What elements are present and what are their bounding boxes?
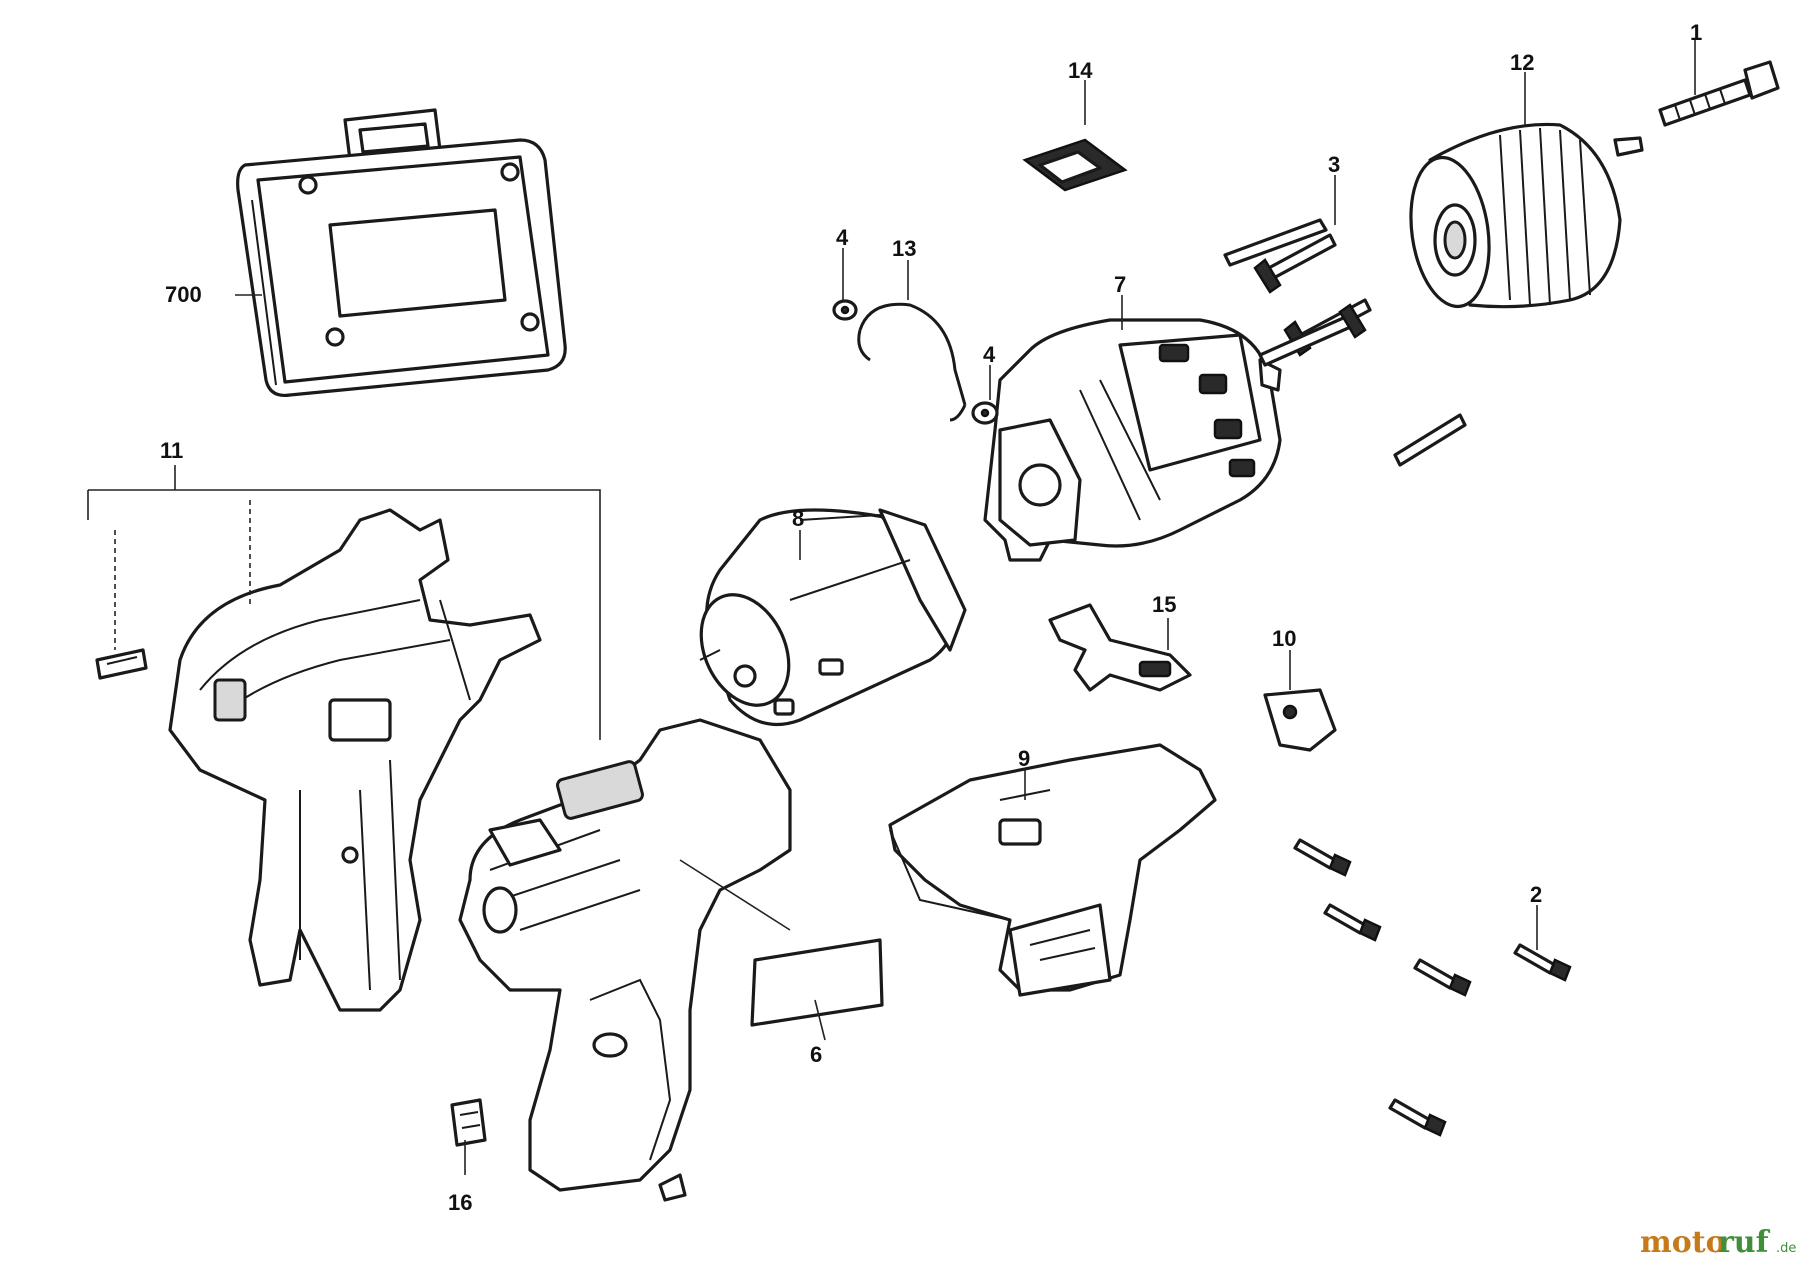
gearbox	[983, 318, 1282, 562]
part-number-labels: 1 12 14 3 4 13 4 7 700 11 8 15 10 9 2 6 …	[160, 20, 1702, 1215]
label-12: 12	[1510, 50, 1534, 75]
chuck	[1409, 122, 1644, 309]
label-6: 6	[810, 1042, 822, 1067]
label-700: 700	[165, 282, 202, 307]
speed-selector	[1022, 138, 1128, 192]
chuck-screw	[1658, 60, 1780, 127]
direction-switch-bracket	[1048, 603, 1192, 692]
watermark-suffix: .de	[1776, 1241, 1796, 1256]
rating-label	[95, 648, 148, 680]
info-sticker	[750, 938, 884, 1027]
label-15: 15	[1152, 592, 1176, 617]
label-16: 16	[448, 1190, 472, 1215]
washer-b	[971, 401, 999, 425]
label-14: 14	[1068, 58, 1093, 83]
leader-lines	[87, 40, 1696, 1175]
label-4a: 4	[836, 225, 849, 250]
label-10: 10	[1272, 626, 1296, 651]
carrying-case	[236, 108, 567, 398]
label-13: 13	[892, 236, 916, 261]
switch-assembly	[888, 743, 1217, 997]
housing-half-right	[458, 718, 792, 1202]
label-7: 7	[1114, 272, 1126, 297]
label-4b: 4	[983, 342, 996, 367]
label-8: 8	[792, 506, 804, 531]
label-9: 9	[1018, 746, 1030, 771]
label-3: 3	[1328, 152, 1340, 177]
housing-screws	[1293, 838, 1572, 1137]
motoruf-watermark: moto ruf .de	[1640, 1225, 1796, 1260]
label-1: 1	[1690, 20, 1702, 45]
forward-reverse-switch	[1263, 688, 1337, 752]
housing-half-left	[168, 508, 542, 1012]
small-clip	[450, 1098, 487, 1147]
label-2: 2	[1530, 882, 1542, 907]
spring-clip	[857, 302, 967, 422]
label-11: 11	[160, 438, 183, 463]
washer-a	[832, 299, 858, 321]
watermark-part2: ruf	[1718, 1225, 1771, 1260]
watermark-part1: moto	[1640, 1225, 1726, 1260]
motor	[699, 508, 967, 727]
gearbox-screws	[1223, 218, 1467, 467]
